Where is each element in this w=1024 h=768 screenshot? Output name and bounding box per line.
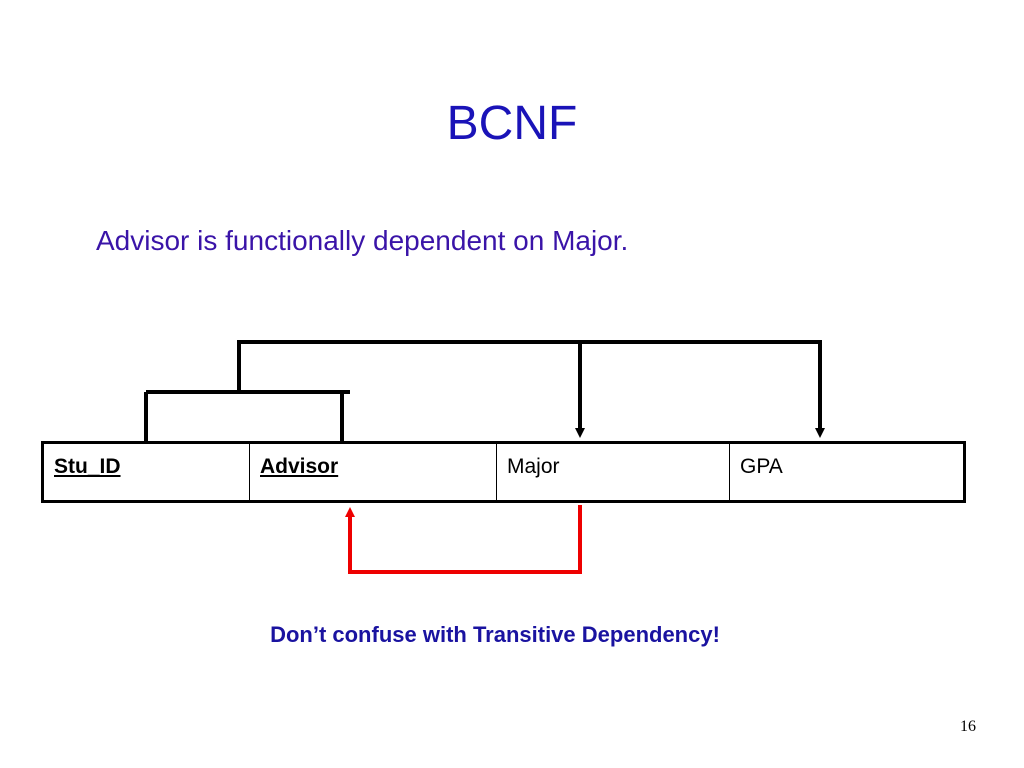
slide-title: BCNF <box>446 97 578 150</box>
key-dependency-lines <box>237 340 825 438</box>
slide-subtitle: Advisor is functionally dependent on Maj… <box>96 225 629 256</box>
column-advisor: Advisor <box>250 444 497 500</box>
column-major: Major <box>497 444 730 500</box>
column-gpa: GPA <box>740 455 783 478</box>
major-to-advisor-arrow <box>345 505 582 574</box>
warning-note: Don’t confuse with Transitive Dependency… <box>270 622 720 647</box>
relation-table: Stu_ID Advisor Major GPA <box>41 441 966 503</box>
key-bracket <box>144 390 350 441</box>
page-number: 16 <box>960 718 976 735</box>
column-stu-id: Stu_ID <box>44 444 250 500</box>
